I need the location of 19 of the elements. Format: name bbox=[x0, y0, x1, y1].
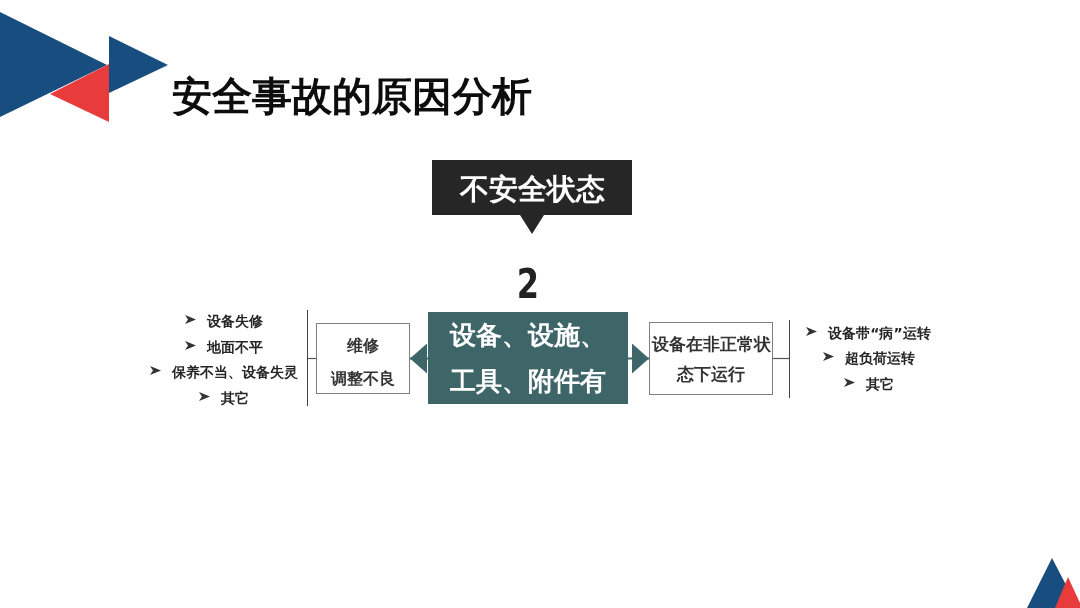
box-label: 设备在非正常状态下运行 bbox=[650, 333, 772, 386]
list-item: 超负荷运转 bbox=[844, 349, 915, 366]
arrow bbox=[627, 343, 650, 374]
box-label: 调整不良 bbox=[331, 369, 395, 389]
process-box bbox=[649, 322, 773, 395]
process-box bbox=[316, 323, 410, 394]
list-item: 设备失修 bbox=[206, 312, 263, 329]
cause-box bbox=[428, 312, 628, 404]
box-label: 维修 bbox=[347, 336, 379, 356]
list-item: 地面不平 bbox=[206, 338, 263, 355]
callout-label: 不安全状态 bbox=[459, 170, 605, 207]
list-item: 保养不当、设备失灵 bbox=[171, 363, 298, 380]
list-item: 其它 bbox=[220, 389, 249, 406]
list-item: 设备带“病”运转 bbox=[828, 324, 931, 341]
step-number: 2 bbox=[515, 264, 541, 304]
arrow bbox=[409, 343, 429, 374]
list-item: 其它 bbox=[865, 375, 894, 392]
cause-label: 设备、设施、工具、附件有 bbox=[448, 319, 607, 398]
slide-title: 安全事故的原因分析 bbox=[172, 72, 532, 121]
